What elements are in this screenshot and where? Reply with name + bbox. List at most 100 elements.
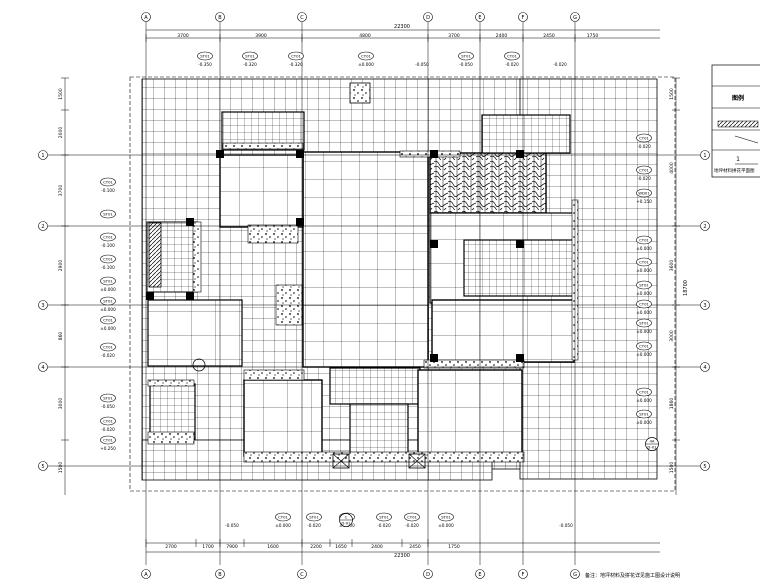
grid-right-4-label: 4 [703, 365, 706, 371]
bottom-dim: 2200 [310, 544, 322, 550]
left-tag-8-code: ST01 [103, 396, 113, 401]
right-dim: 1500 [669, 462, 675, 474]
top-tag-5-code: ST01 [461, 54, 471, 59]
right-tag-5-elev: ±0.000 [636, 291, 652, 296]
legend-box [711, 64, 760, 178]
left-dim: 1500 [58, 462, 64, 474]
left-tag-5-bubble [100, 296, 116, 306]
bottom-dim: 7900 [226, 544, 238, 550]
left-tag-10-elev: +0.250 [100, 446, 116, 451]
right-tag-1-elev: -0.020 [637, 176, 651, 181]
top-tag-6-code: CT01 [507, 54, 517, 59]
left-tag-5-code: ST01 [103, 299, 113, 304]
stone-band-8 [243, 451, 525, 463]
site-boundary [129, 76, 676, 492]
left-tag-9-bubble [100, 416, 116, 426]
left-tag-2-code: CT01 [103, 235, 113, 240]
top-tag-3-code: CT01 [361, 54, 371, 59]
top-tag-0-code: ST01 [200, 54, 210, 59]
bottom-tag-0-elev: -0.050 [225, 523, 239, 528]
legend-scale-line [734, 135, 759, 144]
left-tag-6-code: CT01 [103, 318, 113, 323]
grid-top-E-label: E [478, 15, 481, 21]
top-tag-5-bubble [458, 51, 474, 61]
grid-bottom-D-label: D [426, 572, 430, 578]
top-tag-1-code: ST01 [245, 54, 255, 59]
grid-top-G-label: G [573, 15, 577, 21]
right-tag-6-elev: ±0.000 [636, 310, 652, 315]
top-tag-2-code: CT01 [291, 54, 301, 59]
kitchen-area [463, 239, 575, 297]
section-marker-bottom: D-01 [647, 444, 657, 449]
top-tag-4-elev: -0.050 [415, 62, 429, 67]
right-tag-2-code: WD01 [638, 191, 650, 196]
grid-left-4-label: 4 [41, 365, 44, 371]
right-tag-5-code: ST01 [639, 283, 649, 288]
left-tag-2-bubble [100, 232, 116, 242]
grid-bottom-C-label: C [300, 572, 304, 578]
bottom-tag-5-elev: -0.020 [405, 523, 419, 528]
dimension-lines [61, 29, 680, 553]
right-tag-6-bubble [636, 299, 652, 309]
right-tag-0-bubble [636, 133, 652, 143]
section-marker-bottom: D-01 [341, 520, 351, 525]
left-tag-4-bubble [100, 276, 116, 286]
top-dim: 3700 [448, 33, 460, 39]
grid-left-5 [38, 461, 48, 471]
grid-top-F-label: F [522, 15, 525, 21]
stone-band-7 [147, 379, 195, 387]
legend-number: 1 [736, 156, 740, 163]
top-tag-6-elev: -0.020 [505, 62, 519, 67]
stone-band-9 [423, 359, 525, 369]
overall-height-right: 18700 [683, 280, 689, 296]
left-dim: 3000 [58, 398, 64, 410]
bottom-tag-7-elev: -0.050 [559, 523, 573, 528]
stone-band-1 [222, 142, 304, 150]
grid-top-B-label: B [218, 15, 222, 21]
left-dim: 2000 [58, 127, 64, 139]
bottom-dim: 2700 [165, 544, 177, 550]
grid-left-1-label: 1 [41, 153, 44, 159]
left-tag-10-bubble [100, 435, 116, 445]
grid-left-5-label: 5 [41, 464, 44, 470]
top-dim: 2450 [543, 33, 555, 39]
lower-left-room [243, 379, 323, 457]
grid-right-5-label: 5 [703, 464, 706, 470]
top-tag-3-bubble [358, 51, 374, 61]
bottom-tag-6-bubble [438, 512, 454, 522]
left-tag-0-code: CT01 [103, 180, 113, 185]
grid-bottom-G [570, 569, 580, 579]
bottom-tag-2-code: ST01 [309, 515, 319, 520]
right-dim: 3600 [669, 260, 675, 272]
right-tag-4-bubble [636, 257, 652, 267]
left-tag-8-elev: -0.050 [101, 404, 115, 409]
left-tag-8-bubble [100, 393, 116, 403]
right-dim: 4000 [669, 162, 675, 174]
left-tag-0-bubble [100, 177, 116, 187]
top-tag-1-elev: -0.320 [243, 62, 257, 67]
right-tag-6-code: CT01 [639, 302, 649, 307]
right-tag-2-bubble [636, 188, 652, 198]
left-lower-room [147, 299, 243, 367]
door-box-1 [332, 453, 350, 469]
right-tag-8-bubble [636, 341, 652, 351]
stone-band-6 [147, 431, 195, 445]
right-tag-4-elev: ±0.000 [636, 268, 652, 273]
bottom-tag-6-elev: ±0.000 [438, 523, 454, 528]
overall-width-top: 22300 [394, 24, 410, 30]
grid-top-C-label: C [300, 15, 304, 21]
grid-lines [48, 22, 700, 565]
top-dim: 1750 [587, 33, 599, 39]
legend-barcode [717, 120, 759, 128]
overall-width-bottom: 22300 [394, 553, 410, 559]
bottom-dim: 1750 [448, 544, 460, 550]
bottom-tag-2-elev: -0.020 [307, 523, 321, 528]
bottom-tag-5-code: CT01 [407, 515, 417, 520]
top-tag-2-bubble [288, 51, 304, 61]
right-tag-9-code: CT01 [639, 390, 649, 395]
left-tag-9-elev: -0.020 [101, 427, 115, 432]
left-tag-10-code: CT01 [103, 438, 113, 443]
right-tag-0-elev: -0.020 [637, 144, 651, 149]
right-tag-3-bubble [636, 235, 652, 245]
right-tag-9-bubble [636, 387, 652, 397]
